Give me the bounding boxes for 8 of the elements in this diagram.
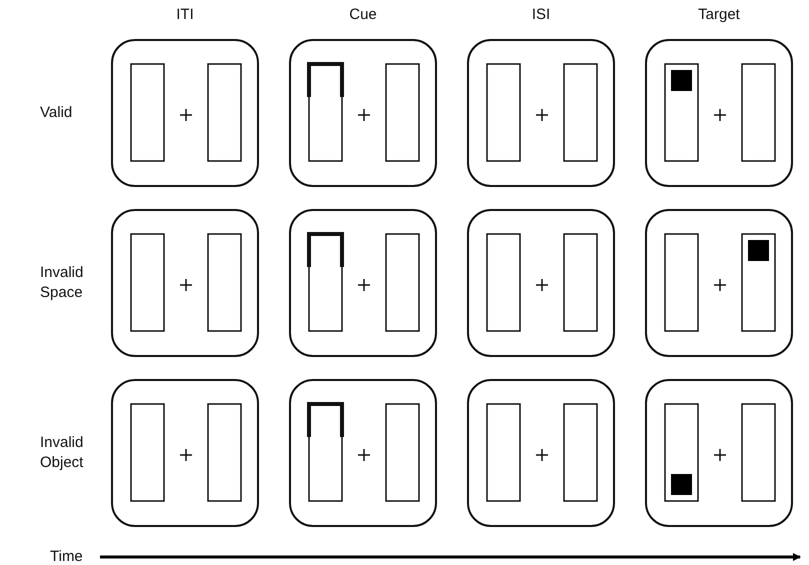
- row-label: Invalid Space: [40, 263, 84, 303]
- axis-label: Time: [50, 548, 83, 565]
- row-label: Valid: [40, 103, 74, 123]
- column-header: ISI: [530, 6, 552, 23]
- column-header: ITI: [175, 6, 195, 23]
- row-label: Invalid Object: [40, 433, 84, 473]
- column-header: Target: [697, 6, 741, 23]
- column-header: Cue: [348, 6, 378, 23]
